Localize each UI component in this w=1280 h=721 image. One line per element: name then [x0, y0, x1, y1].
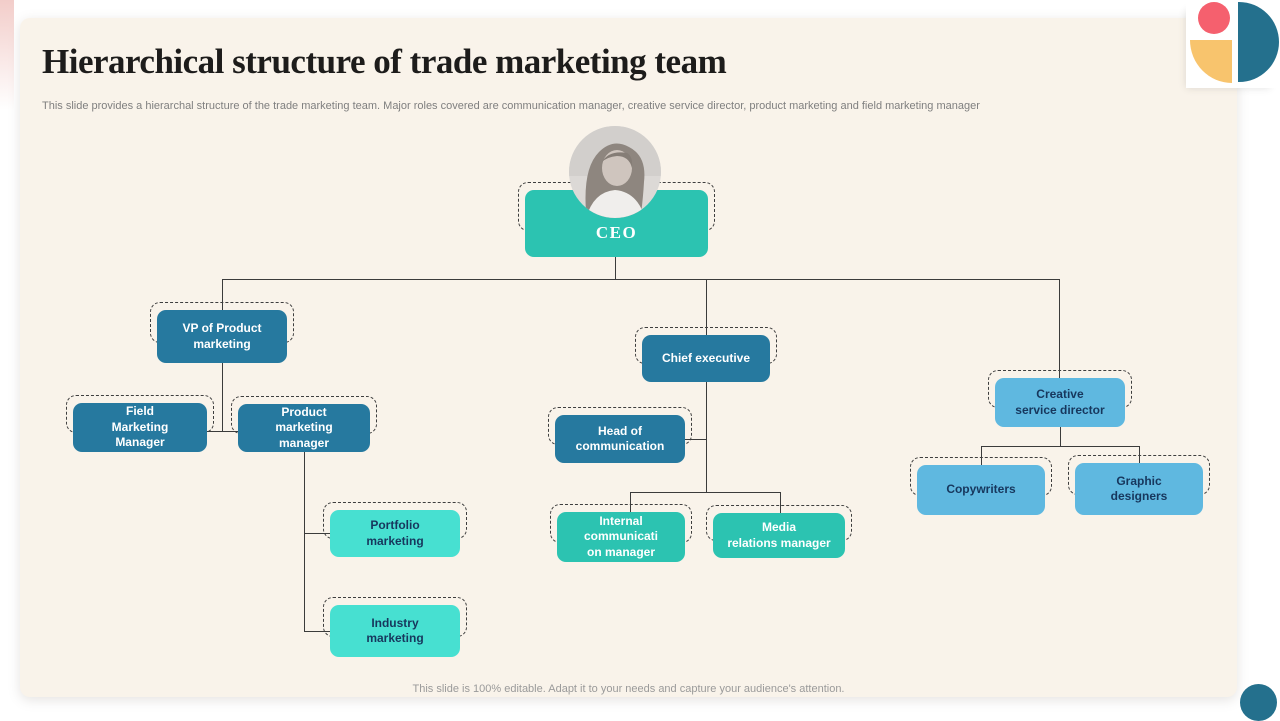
- org-label-media-relations: Media relations manager: [713, 513, 845, 558]
- connector-to-media-relations: [780, 492, 781, 513]
- org-node-product-marketing: Product marketing manager: [231, 396, 377, 452]
- connector-product-down: [304, 452, 305, 631]
- connector-creative-horizontal: [981, 446, 1139, 447]
- org-node-portfolio-marketing: Portfolio marketing: [323, 502, 467, 557]
- org-label-vp-product: VP of Product marketing: [157, 310, 287, 363]
- org-node-internal-communication: Internal communicati on manager: [550, 504, 692, 562]
- org-node-head-of-communication: Head of communication: [548, 407, 692, 463]
- connector-chief-down: [706, 382, 707, 492]
- connector-level1-horizontal: [222, 279, 1060, 280]
- org-label-chief-executive: Chief executive: [642, 335, 770, 382]
- slide-subtitle: This slide provides a hierarchal structu…: [42, 100, 980, 112]
- connector-to-head-comm: [685, 439, 706, 440]
- org-label-portfolio-marketing: Portfolio marketing: [330, 510, 460, 557]
- connector-ceo-down: [615, 257, 616, 279]
- connector-to-chief-executive: [706, 279, 707, 335]
- connector-vp-down: [222, 363, 223, 431]
- org-node-chief-executive: Chief executive: [635, 327, 777, 382]
- connector-creative-down: [1060, 427, 1061, 446]
- org-label-copywriters: Copywriters: [917, 465, 1045, 515]
- org-label-product-marketing: Product marketing manager: [238, 404, 370, 452]
- ceo-photo: [569, 126, 661, 218]
- connector-comm-horizontal: [630, 492, 780, 493]
- org-node-media-relations: Media relations manager: [706, 505, 852, 558]
- connector-to-copywriters: [981, 446, 982, 465]
- org-label-creative-service-director: Creative service director: [995, 378, 1125, 427]
- pink-edge-decoration: [0, 0, 14, 110]
- connector-to-graphic-designers: [1139, 446, 1140, 463]
- connector-field-product: [207, 431, 238, 432]
- connector-to-creative-director: [1059, 279, 1060, 378]
- org-node-industry-marketing: Industry marketing: [323, 597, 467, 657]
- org-node-field-marketing: Field Marketing Manager: [66, 395, 214, 452]
- connector-to-industry: [304, 631, 330, 632]
- slide-footer-note: This slide is 100% editable. Adapt it to…: [412, 683, 845, 695]
- org-node-vp-product: VP of Product marketing: [150, 302, 294, 363]
- slide-title: Hierarchical structure of trade marketin…: [42, 42, 727, 81]
- org-node-creative-service-director: Creative service director: [988, 370, 1132, 427]
- org-label-head-of-communication: Head of communication: [555, 415, 685, 463]
- org-node-graphic-designers: Graphic designers: [1068, 455, 1210, 515]
- bottom-right-circle-icon: [1240, 684, 1277, 721]
- org-node-copywriters: Copywriters: [910, 457, 1052, 515]
- org-label-field-marketing: Field Marketing Manager: [73, 403, 207, 452]
- org-label-graphic-designers: Graphic designers: [1075, 463, 1203, 515]
- connector-to-internal-comm: [630, 492, 631, 512]
- pink-circle-icon: [1198, 2, 1230, 34]
- connector-to-vp: [222, 279, 223, 310]
- connector-to-portfolio: [304, 533, 330, 534]
- org-label-industry-marketing: Industry marketing: [330, 605, 460, 657]
- org-label-internal-communication: Internal communicati on manager: [557, 512, 685, 562]
